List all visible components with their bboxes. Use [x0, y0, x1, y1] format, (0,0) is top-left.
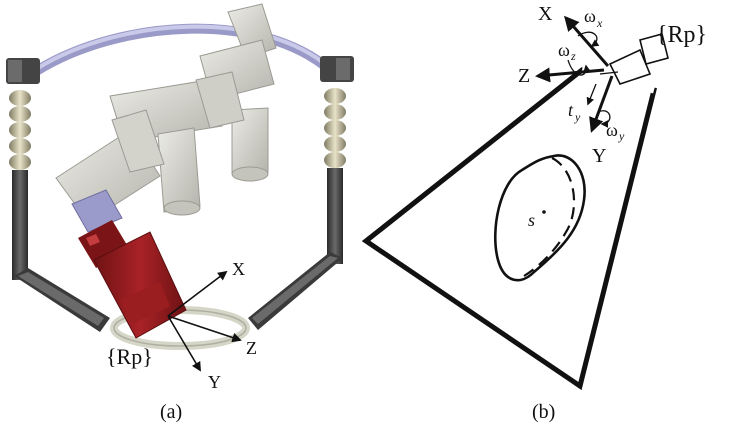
axis-label-x-b: X	[538, 3, 553, 25]
axis-label-x-a: X	[232, 259, 245, 279]
translation-ty-arrow	[588, 84, 596, 104]
right-post	[327, 168, 343, 264]
rotation-wz: ω	[558, 40, 570, 60]
rotation-wx: ω	[584, 6, 596, 26]
axis-label-y-b: Y	[592, 145, 606, 167]
axis-label-z-a: Z	[246, 338, 257, 358]
surface-s	[495, 155, 584, 280]
caption-b: (b)	[532, 401, 555, 423]
left-spring	[9, 90, 31, 170]
rotation-wy-sub: y	[618, 129, 625, 143]
rotation-wx-sub: x	[596, 16, 603, 30]
translation-t: t	[568, 100, 574, 120]
frame-label-b: {Rp}	[656, 22, 707, 48]
panel-b-diagram: {Rp} X ω x Z ω z Y t y ω y s	[366, 3, 707, 386]
right-spring	[324, 88, 346, 168]
axis-label-y-a: Y	[208, 372, 221, 392]
frame-label-a: {Rp}	[106, 344, 153, 369]
left-post	[12, 170, 28, 280]
rotation-wz-sub: z	[570, 49, 576, 63]
axis-label-z-b: Z	[518, 65, 530, 87]
caption-a: (a)	[160, 401, 182, 423]
top-arc	[38, 29, 330, 70]
robot-arm	[56, 4, 276, 232]
surface-label: s	[528, 210, 535, 230]
translation-t-sub: y	[574, 110, 581, 124]
rotation-wy: ω	[606, 120, 618, 140]
panel-a-robot: X Z Y {Rp}	[6, 4, 354, 392]
